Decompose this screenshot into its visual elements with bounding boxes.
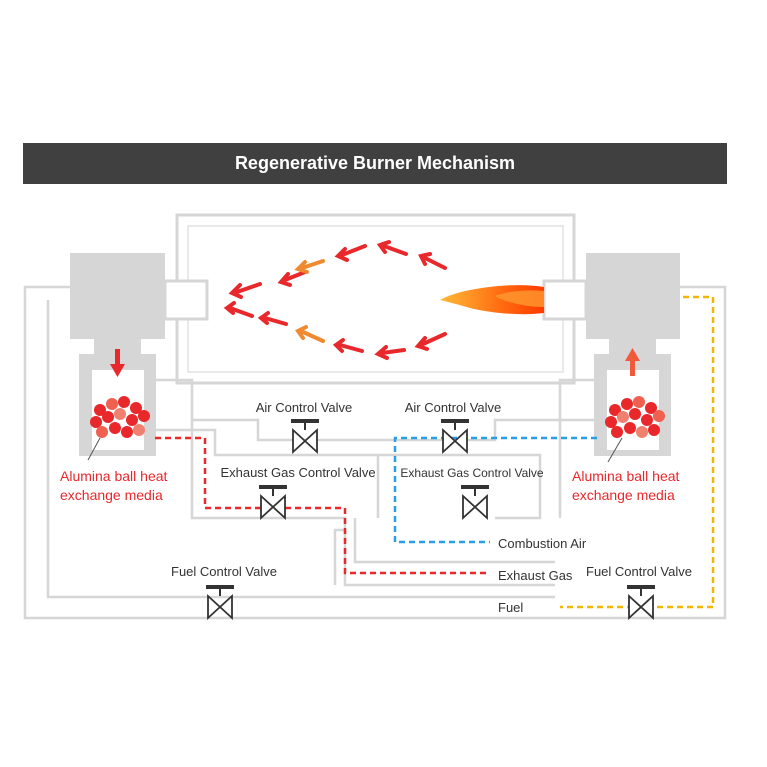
fuel-control-valve-left-label: Fuel Control Valve (171, 564, 277, 579)
air-control-valve-right-label: Air Control Valve (405, 400, 502, 415)
title-bar (23, 143, 727, 184)
gas-flow-arrows (223, 240, 447, 360)
media-left-label-line1: Alumina ball heat (60, 468, 168, 484)
exhaust-control-valve-left-label: Exhaust Gas Control Valve (220, 465, 375, 480)
media-right-label-line1: Alumina ball heat (572, 468, 680, 484)
exhaust-control-valve-left-icon (259, 485, 287, 521)
fuel-line (560, 295, 715, 609)
air-control-valve-right-icon (441, 419, 469, 455)
exhaust-control-valve-right-icon (461, 485, 489, 521)
fuel-control-valve-right-label: Fuel Control Valve (586, 564, 692, 579)
media-left-label-line2: exchange media (60, 487, 163, 503)
diagram-title: Regenerative Burner Mechanism (235, 153, 515, 173)
pipe-network (155, 378, 600, 587)
air-control-valve-left-icon (291, 419, 319, 455)
alumina-balls-right (605, 396, 665, 463)
up-arrow-icon (625, 348, 640, 376)
alumina-balls-left (87, 396, 150, 461)
fuel-control-valve-left-icon (206, 585, 234, 621)
fuel-control-valve-right-icon (627, 585, 655, 621)
flame-icon (440, 285, 544, 315)
legend-combustion-air: Combustion Air (498, 536, 587, 551)
down-arrow-icon (110, 349, 125, 377)
exhaust-control-valve-right-label: Exhaust Gas Control Valve (400, 466, 544, 480)
legend-fuel: Fuel (498, 600, 523, 615)
media-right-label-line2: exchange media (572, 487, 675, 503)
legend-exhaust-gas: Exhaust Gas (498, 568, 573, 583)
exhaust-gas-line (155, 436, 490, 575)
combustion-air-line (393, 436, 597, 544)
air-control-valve-left-label: Air Control Valve (256, 400, 353, 415)
fuel-loop-pipe (23, 285, 727, 620)
